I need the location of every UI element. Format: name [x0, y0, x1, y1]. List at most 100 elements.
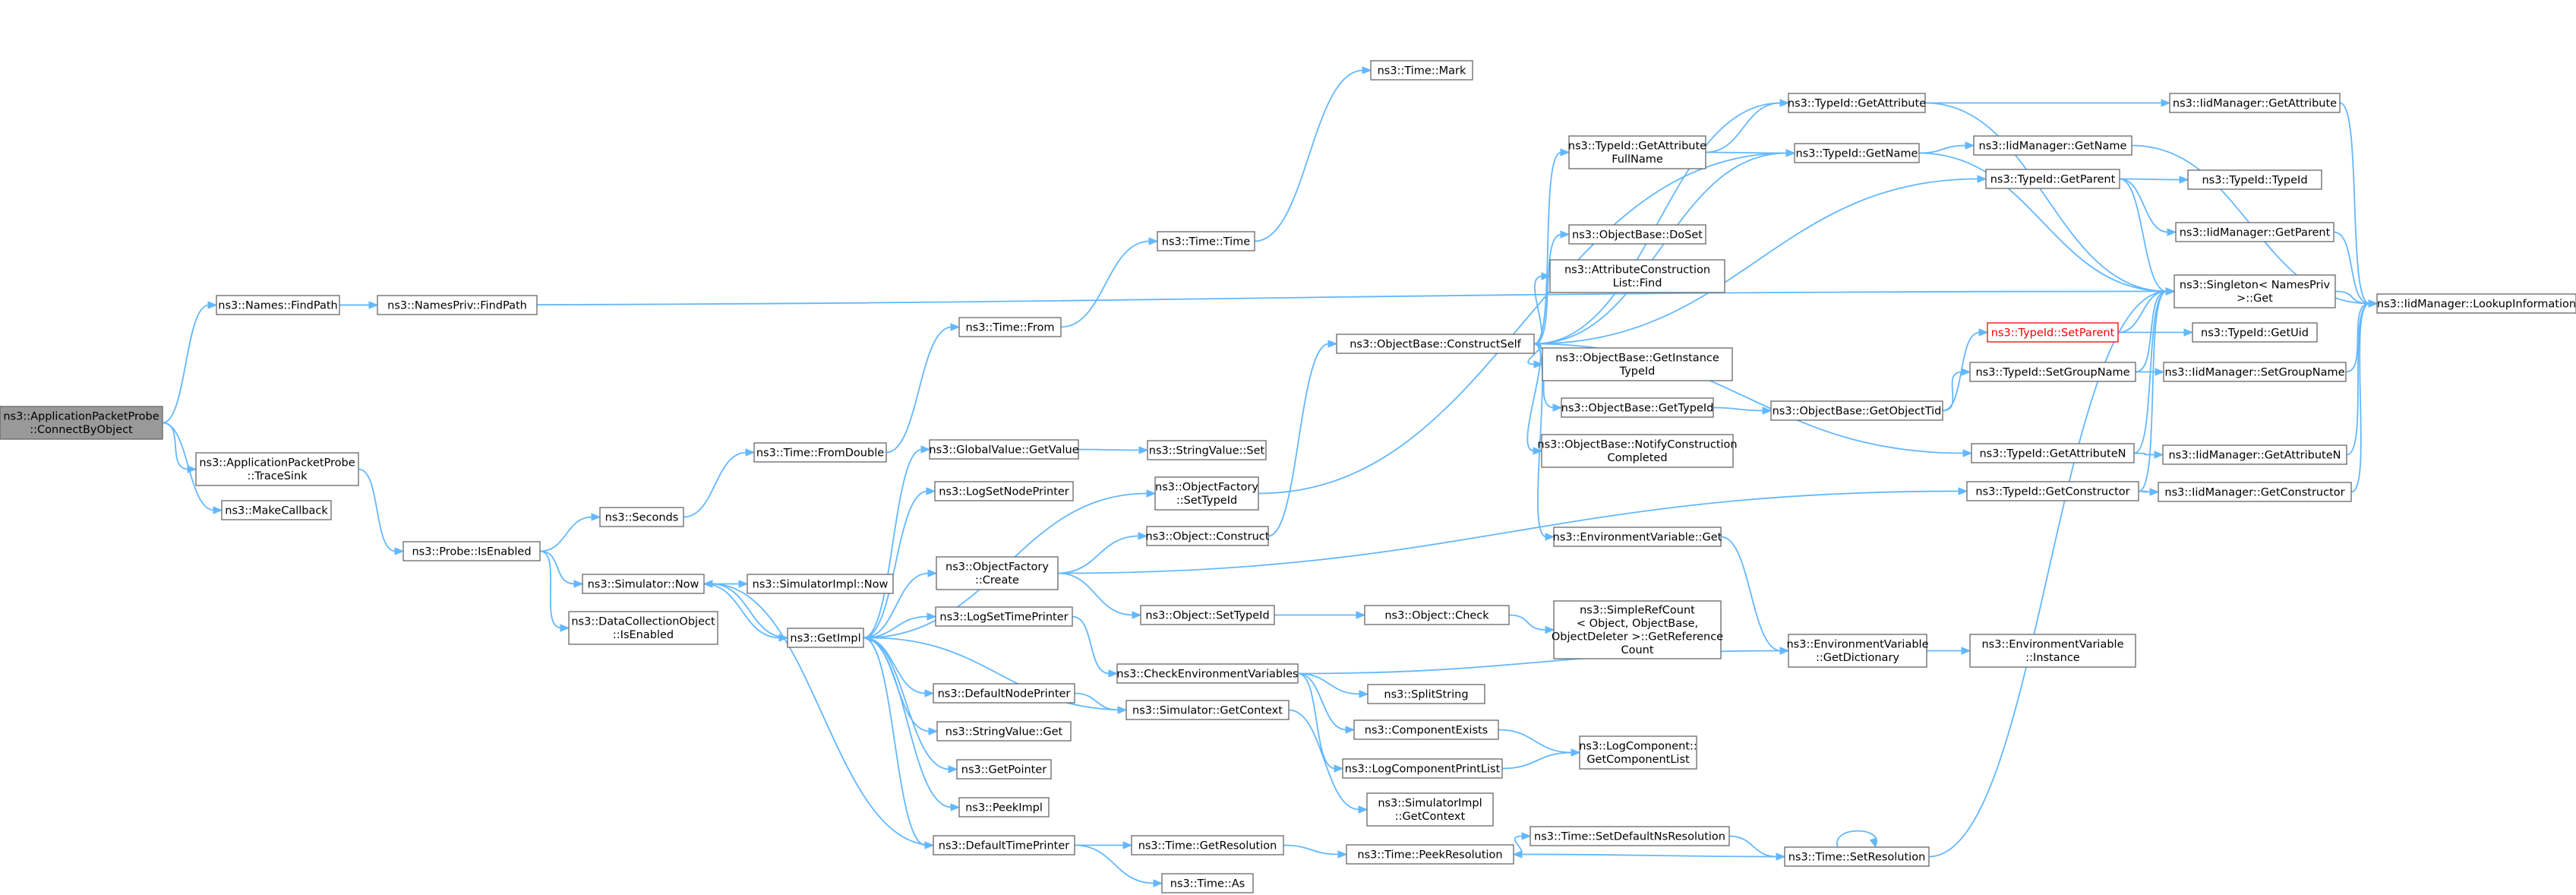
edge-line	[1501, 751, 1573, 770]
node-svget[interactable]: ns3::StringValue::Get	[936, 721, 1072, 742]
edge-getimpl-to-ofcreate	[863, 569, 938, 639]
node-objsettypeid[interactable]: ns3::Object::SetTypeId	[1140, 605, 1275, 625]
node-label: ::ConnectByObject	[30, 424, 133, 436]
edge-arrowhead	[927, 612, 937, 621]
node-simplerefcount[interactable]: ns3::SimpleRefCount< Object, ObjectBase,…	[1552, 600, 1723, 659]
node-svset[interactable]: ns3::StringValue::Set	[1147, 440, 1267, 460]
node-iidgetattr[interactable]: ns3::IidManager::GetAttribute	[2169, 93, 2341, 113]
edge-line	[1533, 343, 1547, 538]
node-tidgetparent[interactable]: ns3::TypeId::GetParent	[1985, 169, 2120, 189]
node-tidsetparent[interactable]: ns3::TypeId::SetParent	[1987, 322, 2119, 343]
edge-arrowhead	[2165, 287, 2176, 296]
node-box	[747, 574, 894, 594]
node-defaultnodeprinter[interactable]: ns3::DefaultNodePrinter	[933, 683, 1075, 704]
node-timemark[interactable]: ns3::Time::Mark	[1370, 60, 1473, 81]
node-obnotify[interactable]: ns3::ObjectBase::NotifyConstructionCompl…	[1537, 434, 1738, 468]
node-ofsettypeid[interactable]: ns3::ObjectFactory::SetTypeId	[1154, 476, 1259, 511]
node-tidsetgroupname[interactable]: ns3::TypeId::SetGroupName	[1969, 362, 2136, 382]
node-box	[1161, 873, 1254, 893]
edge-arrowhead	[1541, 272, 1552, 280]
node-makecallback[interactable]: ns3::MakeCallback	[221, 500, 332, 520]
node-fromdouble[interactable]: ns3::Time::FromDouble	[753, 442, 887, 463]
node-objconstruct[interactable]: ns3::Object::Construct	[1146, 526, 1270, 546]
node-envinstance[interactable]: ns3::EnvironmentVariable::Instance	[1969, 634, 2136, 668]
node-simimplnow[interactable]: ns3::SimulatorImpl::Now	[747, 574, 894, 594]
node-label: ns3::Object::SetTypeId	[1145, 609, 1269, 621]
node-dcoisenabled[interactable]: ns3::DataCollectionObject::IsEnabled	[568, 611, 718, 645]
node-singletonget[interactable]: ns3::Singleton< NamesPriv>::Get	[2174, 274, 2336, 308]
node-root[interactable]: ns3::ApplicationPacketProbe::ConnectByOb…	[0, 406, 163, 440]
node-iidgetattrn[interactable]: ns3::IidManager::GetAttributeN	[2162, 444, 2347, 465]
node-box	[1784, 846, 1930, 867]
edge-arrowhead	[1148, 237, 1159, 245]
node-logcompprintlist[interactable]: ns3::LogComponentPrintList	[1342, 758, 1503, 779]
edge-line	[1498, 729, 1573, 754]
node-ofcreate[interactable]: ns3::ObjectFactory::Create	[936, 556, 1059, 590]
node-peekres[interactable]: ns3::Time::PeekResolution	[1346, 844, 1514, 865]
node-constructself[interactable]: ns3::ObjectBase::ConstructSelf	[1336, 334, 1535, 354]
edge-arrowhead	[1138, 532, 1148, 540]
edge-arrowhead	[926, 487, 936, 495]
node-label: ns3::IidManager::LookupInformation	[2377, 298, 2576, 310]
node-tidgetattrn[interactable]: ns3::TypeId::GetAttributeN	[1971, 443, 2135, 463]
node-tracesink[interactable]: ns3::ApplicationPacketProbe::TraceSink	[195, 452, 359, 486]
node-namesprivfindpath[interactable]: ns3::NamesPriv::FindPath	[377, 295, 538, 315]
node-label: ns3::TypeId::SetGroupName	[1975, 366, 2129, 378]
edge-line	[1297, 672, 1336, 770]
node-obdoset[interactable]: ns3::ObjectBase::DoSet	[1568, 224, 1706, 245]
node-box	[1553, 600, 1722, 659]
node-label: ns3::IidManager::GetConstructor	[2164, 486, 2344, 498]
node-label: < Object, ObjectBase,	[1577, 618, 1698, 630]
node-findpath[interactable]: ns3::Names::FindPath	[216, 295, 340, 315]
node-getpointer[interactable]: ns3::GetPointer	[956, 759, 1052, 780]
node-lcgetcomplist[interactable]: ns3::LogComponent::GetComponentList	[1579, 735, 1697, 770]
node-peekimpl[interactable]: ns3::PeekImpl	[958, 797, 1050, 818]
node-iidlookup[interactable]: ns3::IidManager::LookupInformation	[2376, 293, 2576, 314]
node-setdefaultns[interactable]: ns3::Time::SetDefaultNsResolution	[1530, 826, 1730, 846]
node-gvgetvalue[interactable]: ns3::GlobalValue::GetValue	[929, 439, 1079, 460]
node-iidgetparent[interactable]: ns3::IidManager::GetParent	[2175, 222, 2334, 242]
node-logsetnodeprinter[interactable]: ns3::LogSetNodePrinter	[934, 481, 1074, 501]
node-objcheck[interactable]: ns3::Object::Check	[1364, 605, 1510, 625]
node-envget[interactable]: ns3::EnvironmentVariable::Get	[1553, 527, 1722, 547]
node-timegetres[interactable]: ns3::Time::GetResolution	[1131, 835, 1284, 855]
node-iidsetgroupname[interactable]: ns3::IidManager::SetGroupName	[2163, 362, 2347, 382]
edge-arrowhead	[738, 580, 749, 588]
node-simimplgetcontext[interactable]: ns3::SimulatorImpl::GetContext	[1366, 792, 1494, 827]
node-tidgetconstructor[interactable]: ns3::TypeId::GetConstructor	[1966, 481, 2139, 501]
node-logsettimeprinter[interactable]: ns3::LogSetTimePrinter	[935, 606, 1073, 627]
node-envgetdict[interactable]: ns3::EnvironmentVariable::GetDictionary	[1786, 634, 1929, 668]
edge-arrowhead	[2154, 451, 2164, 459]
node-box	[402, 541, 541, 561]
node-tidgetuid[interactable]: ns3::TypeId::GetUid	[2192, 322, 2318, 343]
node-tidgetattr[interactable]: ns3::TypeId::GetAttribute	[1788, 93, 1926, 113]
edge-arrowhead	[2179, 176, 2189, 184]
node-setres[interactable]: ns3::Time::SetResolution	[1784, 846, 1930, 867]
edge-line	[2133, 452, 2156, 456]
node-timeas[interactable]: ns3::Time::As	[1161, 873, 1254, 893]
node-seconds[interactable]: ns3::Seconds	[599, 507, 684, 527]
node-checkenv[interactable]: ns3::CheckEnvironmentVariables	[1116, 663, 1299, 684]
edge-line	[1918, 152, 2167, 293]
node-simgetcontext[interactable]: ns3::Simulator::GetContext	[1125, 700, 1290, 720]
node-obgettypeid[interactable]: ns3::ObjectBase::GetTypeId	[1561, 397, 1714, 418]
node-timetime[interactable]: ns3::Time::Time	[1157, 231, 1255, 251]
node-simnow[interactable]: ns3::Simulator::Now	[582, 574, 705, 594]
node-iidgetname[interactable]: ns3::IidManager::GetName	[1973, 135, 2132, 156]
node-getimpl[interactable]: ns3::GetImpl	[787, 628, 864, 648]
node-label: ns3::Time::Time	[1162, 236, 1251, 248]
node-timefrom[interactable]: ns3::Time::From	[958, 317, 1062, 337]
node-componentexists[interactable]: ns3::ComponentExists	[1353, 719, 1499, 740]
node-tidgetname[interactable]: ns3::TypeId::GetName	[1794, 143, 1920, 163]
node-tidtypeid[interactable]: ns3::TypeId::TypeId	[2187, 169, 2322, 190]
edge-checkenv-to-splitstring	[1297, 672, 1369, 698]
node-isenabled[interactable]: ns3::Probe::IsEnabled	[402, 541, 541, 561]
node-splitstring[interactable]: ns3::SplitString	[1367, 684, 1485, 704]
node-iidgetconstructor[interactable]: ns3::IidManager::GetConstructor	[2158, 482, 2352, 502]
node-obgetobjecttid[interactable]: ns3::ObjectBase::GetObjectTid	[1770, 400, 1943, 421]
node-label: ns3::GetImpl	[790, 632, 860, 644]
node-defaulttimeprinter[interactable]: ns3::DefaultTimePrinter	[933, 835, 1075, 855]
